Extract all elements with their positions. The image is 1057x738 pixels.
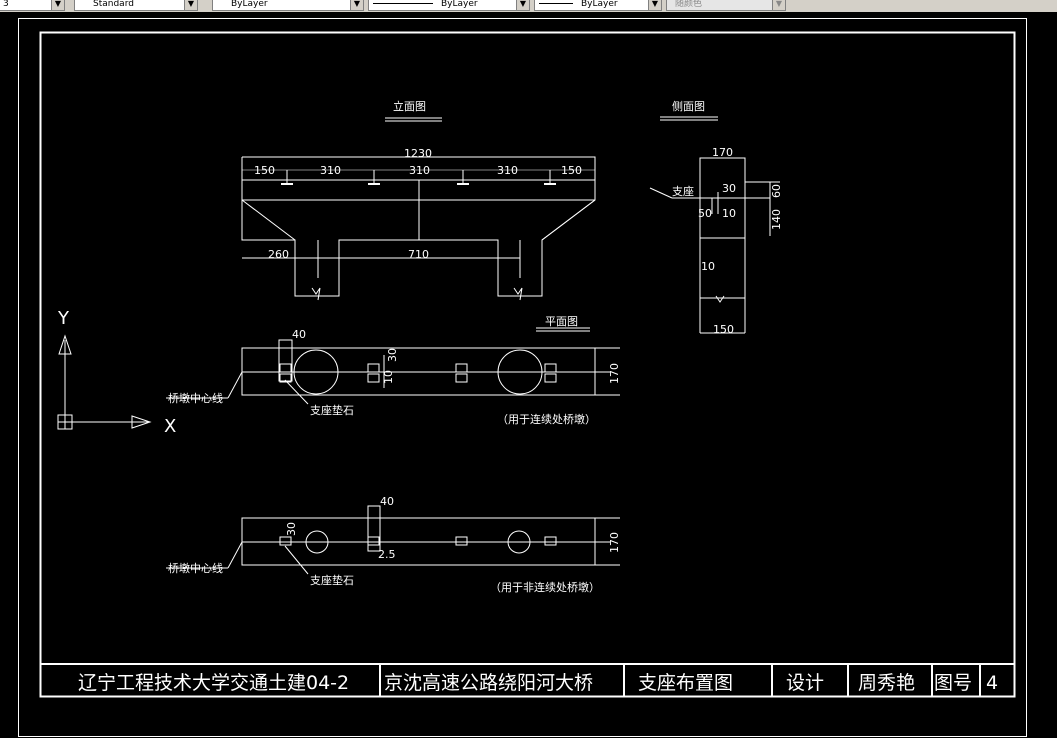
side-dim-10a: 10 [722, 207, 736, 220]
chevron-down-icon[interactable]: ▼ [51, 0, 64, 10]
plot-style-combo[interactable]: 随颜色 ▼ [666, 0, 786, 11]
side-dim-30: 30 [722, 182, 736, 195]
chevron-down-icon[interactable]: ▼ [772, 0, 785, 10]
plan2-dim-25: 2.5 [378, 548, 396, 561]
plan-view-1 [166, 327, 620, 405]
side-dim-10b: 10 [701, 260, 715, 273]
plan1-dim-170: 170 [608, 363, 621, 384]
lineweight-preview-icon [539, 3, 573, 4]
side-view-title: 侧面图 [672, 100, 705, 113]
plan-view-2 [166, 505, 620, 575]
note-continuous: （用于连续处桥墩） [497, 412, 596, 426]
dim-1230: 1230 [404, 147, 432, 160]
chevron-down-icon[interactable]: ▼ [648, 0, 661, 10]
chevron-down-icon[interactable]: ▼ [184, 0, 197, 10]
dim-310-2: 310 [409, 164, 430, 177]
note-noncontinuous: （用于非连续处桥墩） [490, 580, 600, 594]
linetype-combo[interactable]: ByLayer ▼ [368, 0, 530, 11]
linetype-preview-icon [373, 3, 433, 4]
title-sheet-number: 4 [986, 672, 998, 694]
side-dim-140: 140 [770, 209, 783, 230]
bearing-pad-label-2: 支座垫石 [310, 573, 354, 587]
layer-combo[interactable]: ByLayer ▼ [212, 0, 364, 11]
dim-310-1: 310 [320, 164, 341, 177]
drawing-canvas[interactable]: 立面图 侧面图 平面图 1230 150 310 310 310 150 260… [0, 12, 1057, 738]
linetype-value: ByLayer [441, 0, 478, 9]
title-school: 辽宁工程技术大学交通土建04-2 [78, 672, 349, 694]
plan1-dim-30: 30 [386, 348, 399, 362]
title-designer: 周秀艳 [858, 672, 915, 694]
plan2-dim-30: 30 [285, 522, 298, 536]
dim-710: 710 [408, 248, 429, 261]
plan2-dim-170: 170 [608, 532, 621, 553]
properties-toolbar: 3▼ Standard▼ ByLayer▼ ByLayer▼ ByLayer▼ … [0, 0, 1057, 12]
dim-150-left: 150 [254, 164, 275, 177]
plot-style-value: 随颜色 [675, 0, 703, 9]
side-dim-170: 170 [712, 146, 733, 159]
support-label: 支座 [672, 184, 694, 198]
dim-310-3: 310 [497, 164, 518, 177]
text-style-value: Standard [93, 0, 134, 9]
dimstyle-combo[interactable]: 3▼ [0, 0, 65, 11]
dim-150-right: 150 [561, 164, 582, 177]
bearing-pad-label-1: 支座垫石 [310, 403, 354, 417]
side-view [649, 116, 780, 334]
outer-frame [18, 18, 1027, 737]
ucs-x-label: X [164, 416, 176, 437]
title-design-label: 设计 [786, 672, 824, 694]
elevation-view [241, 117, 596, 301]
lineweight-value: ByLayer [581, 0, 618, 9]
pier-centerline-label-1: 桥墩中心线 [168, 391, 223, 405]
title-block-lines [40, 663, 1014, 696]
chevron-down-icon[interactable]: ▼ [516, 0, 529, 10]
title-sheet-label: 图号 [934, 672, 972, 694]
plan-view-title: 平面图 [545, 315, 578, 328]
lineweight-combo[interactable]: ByLayer ▼ [534, 0, 662, 11]
dim-260: 260 [268, 248, 289, 261]
plan2-dim-40: 40 [380, 495, 394, 508]
ucs-y-label: Y [57, 308, 70, 329]
pier-centerline-label-2: 桥墩中心线 [168, 561, 223, 575]
dimstyle-value: 3 [3, 0, 9, 9]
title-project: 京沈高速公路绕阳河大桥 [384, 672, 593, 694]
plan1-dim-10: 10 [382, 370, 395, 384]
text-style-combo[interactable]: Standard ▼ [74, 0, 198, 11]
side-dim-60: 60 [770, 184, 783, 198]
layer-value: ByLayer [231, 0, 268, 9]
outer-border [39, 31, 1016, 698]
plan1-dim-40: 40 [292, 328, 306, 341]
side-dim-50: 50 [698, 207, 712, 220]
title-drawing-name: 支座布置图 [638, 672, 733, 694]
chevron-down-icon[interactable]: ▼ [350, 0, 363, 10]
ucs-icon [57, 334, 152, 430]
side-dim-150: 150 [713, 323, 734, 336]
elevation-title: 立面图 [393, 99, 426, 113]
